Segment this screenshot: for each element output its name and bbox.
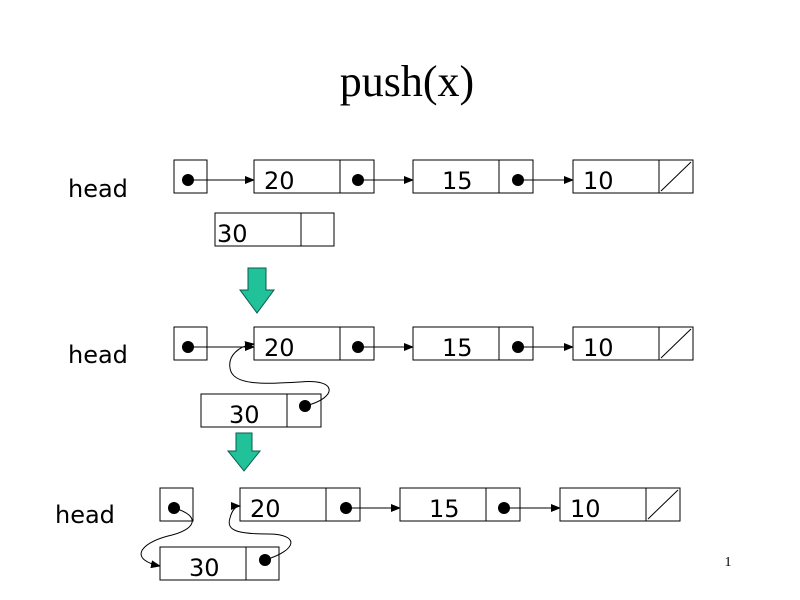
- node-next-cell: [300, 212, 335, 247]
- node-value: 30: [189, 554, 220, 582]
- node-value: 20: [264, 167, 295, 195]
- list-node: 15: [412, 326, 534, 362]
- node-data-cell: [253, 326, 341, 361]
- stage-1: head 20 15 10 30: [68, 159, 694, 248]
- node-data-cell: [412, 326, 500, 361]
- head-label: head: [55, 501, 115, 529]
- node-value: 20: [250, 495, 281, 523]
- node-data-cell: [214, 212, 302, 247]
- list-node: 20: [253, 326, 375, 362]
- node-data-cell: [159, 546, 247, 581]
- head-label: head: [68, 175, 128, 203]
- node-data-cell: [559, 487, 647, 522]
- list-node: 20: [239, 487, 361, 523]
- new-node-next-arrow: [228, 502, 292, 561]
- new-node: 30: [214, 212, 335, 248]
- null-pointer-slash: [647, 489, 679, 520]
- new-node: 30: [159, 546, 280, 582]
- node-value: 30: [229, 401, 260, 429]
- list-node: 15: [399, 487, 521, 523]
- node-value: 10: [583, 167, 614, 195]
- page-title: push(x): [340, 57, 474, 106]
- node-value: 15: [442, 167, 473, 195]
- list-node: 10: [572, 159, 694, 195]
- node-data-cell: [200, 393, 288, 428]
- list-node: 10: [559, 487, 681, 523]
- new-node-next-arrow: [229, 341, 330, 407]
- node-value: 15: [429, 495, 460, 523]
- node-data-cell: [253, 159, 341, 194]
- stage-2: head 20 15 10 30: [68, 326, 694, 429]
- transition-arrow: [239, 267, 275, 314]
- node-value: 10: [570, 495, 601, 523]
- transition-arrow: [226, 432, 262, 472]
- head-arrow: [140, 507, 193, 569]
- list-node: 20: [253, 159, 375, 195]
- node-value: 15: [442, 334, 473, 362]
- head-label: head: [68, 341, 128, 369]
- stage-3: head 20 15 10 30: [55, 487, 681, 582]
- list-node: 10: [572, 326, 694, 362]
- page-number: 1: [725, 555, 732, 570]
- new-node: 30: [200, 393, 322, 429]
- node-value: 30: [217, 220, 248, 248]
- list-node: 15: [412, 159, 534, 195]
- node-data-cell: [399, 487, 487, 522]
- node-value: 10: [583, 334, 614, 362]
- node-value: 20: [264, 334, 295, 362]
- null-pointer-slash: [660, 161, 692, 192]
- node-data-cell: [572, 159, 660, 194]
- null-pointer-slash: [660, 328, 692, 359]
